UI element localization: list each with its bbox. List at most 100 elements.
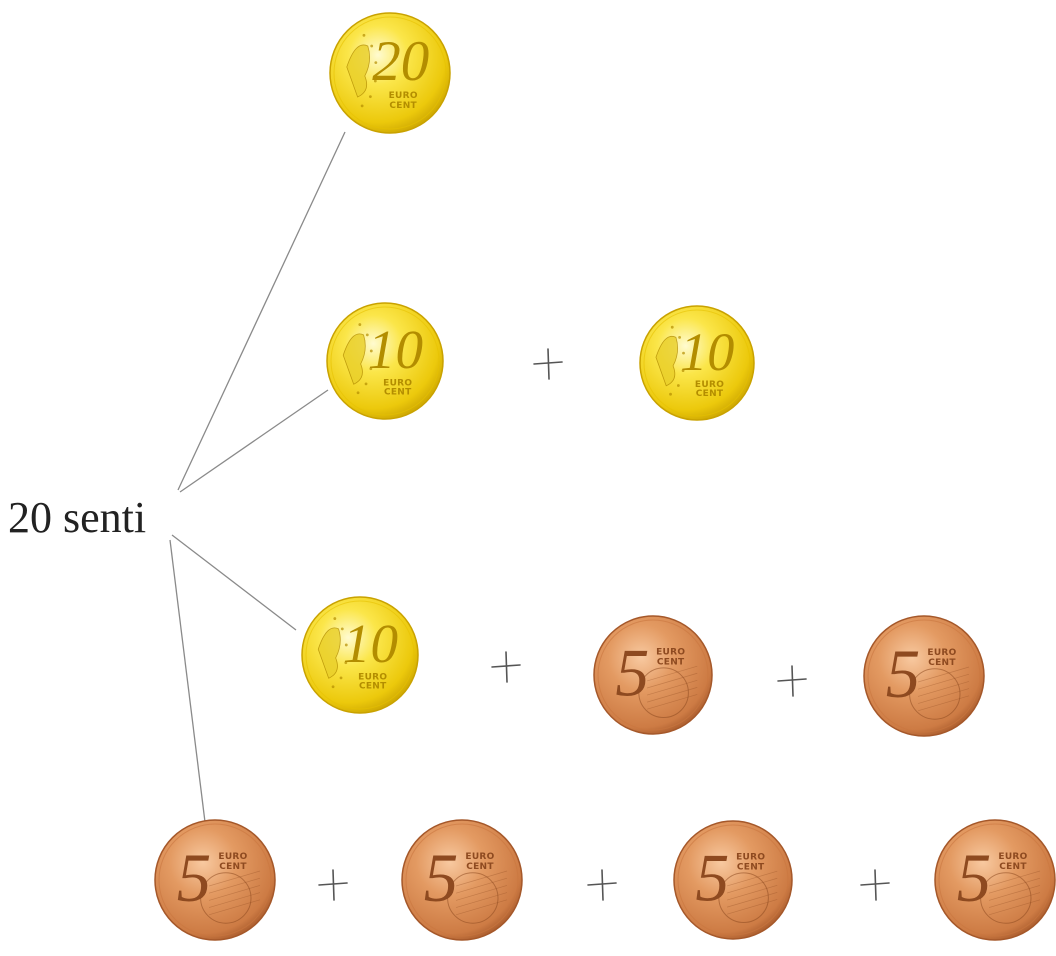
euro-word-label: EURO (465, 852, 494, 862)
hatch-line (208, 885, 261, 901)
star-icon (369, 367, 373, 371)
coin-value-label: 10 (680, 322, 734, 382)
connector-lines (169, 131, 346, 823)
hatch-line (455, 899, 508, 916)
coin-rim (305, 600, 415, 710)
hatch-line (208, 870, 261, 887)
star-icon (344, 643, 348, 647)
coin-face (934, 819, 1056, 941)
euro-word-label: EURO (927, 648, 956, 658)
coin-value-label: 5 (886, 636, 921, 712)
coin-face (639, 305, 755, 421)
plus-sign-row-4-2 (587, 869, 617, 901)
hatch-line (208, 899, 261, 916)
cent-word-label: CENT (219, 862, 247, 872)
star-icon (362, 33, 366, 37)
coin-value-label: 5 (424, 840, 459, 916)
euro-word-label: EURO (389, 91, 418, 101)
hatch-line (917, 666, 970, 683)
hatch-line (727, 899, 778, 915)
cent-word-label: CENT (928, 658, 956, 668)
hatch-line (727, 884, 778, 901)
hatch-line (988, 870, 1041, 887)
star-icon (676, 384, 680, 387)
coin-face (593, 615, 713, 735)
euro-word-label: EURO (998, 852, 1027, 862)
plus-signs-layer (318, 348, 890, 901)
star-icon (678, 335, 682, 339)
connector-line-row-1 (177, 131, 346, 491)
connector-line-row-3 (171, 534, 297, 631)
euro-word-label: EURO (695, 380, 724, 390)
hatch-line (727, 870, 778, 887)
star-icon (340, 627, 344, 631)
hatch-line (208, 892, 261, 908)
plus-sign-row-3-1 (491, 651, 521, 683)
hatch-line (988, 899, 1041, 916)
connector-line-row-2 (179, 389, 329, 493)
coin-rim (677, 824, 789, 936)
plus-sign-row-2-1 (533, 348, 563, 380)
hatch-line (917, 695, 970, 712)
cent-word-label: CENT (359, 682, 387, 692)
connector-line-row-4 (169, 539, 206, 823)
coin-rim (158, 823, 272, 937)
coin-face (154, 819, 276, 941)
star-icon (358, 323, 362, 326)
europe-map-icon (655, 336, 679, 387)
coin-face (326, 302, 444, 420)
globe-icon (980, 872, 1032, 924)
hatch-line (647, 694, 698, 710)
cent-word-label: CENT (384, 388, 412, 398)
plus-sign-row-3-2 (777, 665, 807, 697)
globe-icon (447, 872, 499, 924)
plus-sign-row-4-3 (860, 869, 890, 901)
cent-word-label: CENT (999, 862, 1027, 872)
hatch-line (727, 877, 778, 894)
cent-word-label: CENT (737, 862, 765, 872)
star-icon (681, 369, 685, 372)
cent-word-label: CENT (466, 862, 494, 872)
europe-map-icon (317, 627, 341, 679)
coin-rim (405, 823, 519, 937)
hatch-line (727, 892, 778, 908)
star-icon (374, 61, 378, 65)
hatch-line (208, 877, 261, 894)
plus-sign-row-4-1 (318, 869, 348, 901)
hatch-line (455, 892, 508, 908)
hatch-line (647, 687, 698, 703)
hatch-line (647, 672, 698, 689)
hatch-line (988, 892, 1041, 908)
coin-rim (333, 16, 447, 130)
star-icon (333, 617, 337, 620)
euro-word-label: EURO (383, 378, 412, 388)
coin-face (301, 596, 419, 714)
coin-rim (330, 306, 440, 416)
hatch-line (455, 870, 508, 887)
star-icon (356, 391, 360, 395)
hatch-line (647, 665, 698, 682)
coin-value-label: 5 (615, 636, 649, 711)
hatch-line (917, 681, 970, 697)
star-icon (373, 79, 377, 83)
coin-value-label: 10 (368, 319, 423, 380)
star-icon (364, 382, 368, 386)
hatch-line (647, 679, 698, 696)
cent-word-label: CENT (389, 101, 417, 111)
star-icon (369, 349, 373, 353)
cent-word-label: CENT (657, 657, 685, 667)
hatch-line (917, 673, 970, 690)
hatch-line (455, 885, 508, 901)
coins-layer: 20EUROCENT10EUROCENT10EUROCENT10EUROCENT… (154, 12, 1056, 941)
europe-map-icon (346, 44, 371, 98)
star-icon (360, 104, 364, 108)
